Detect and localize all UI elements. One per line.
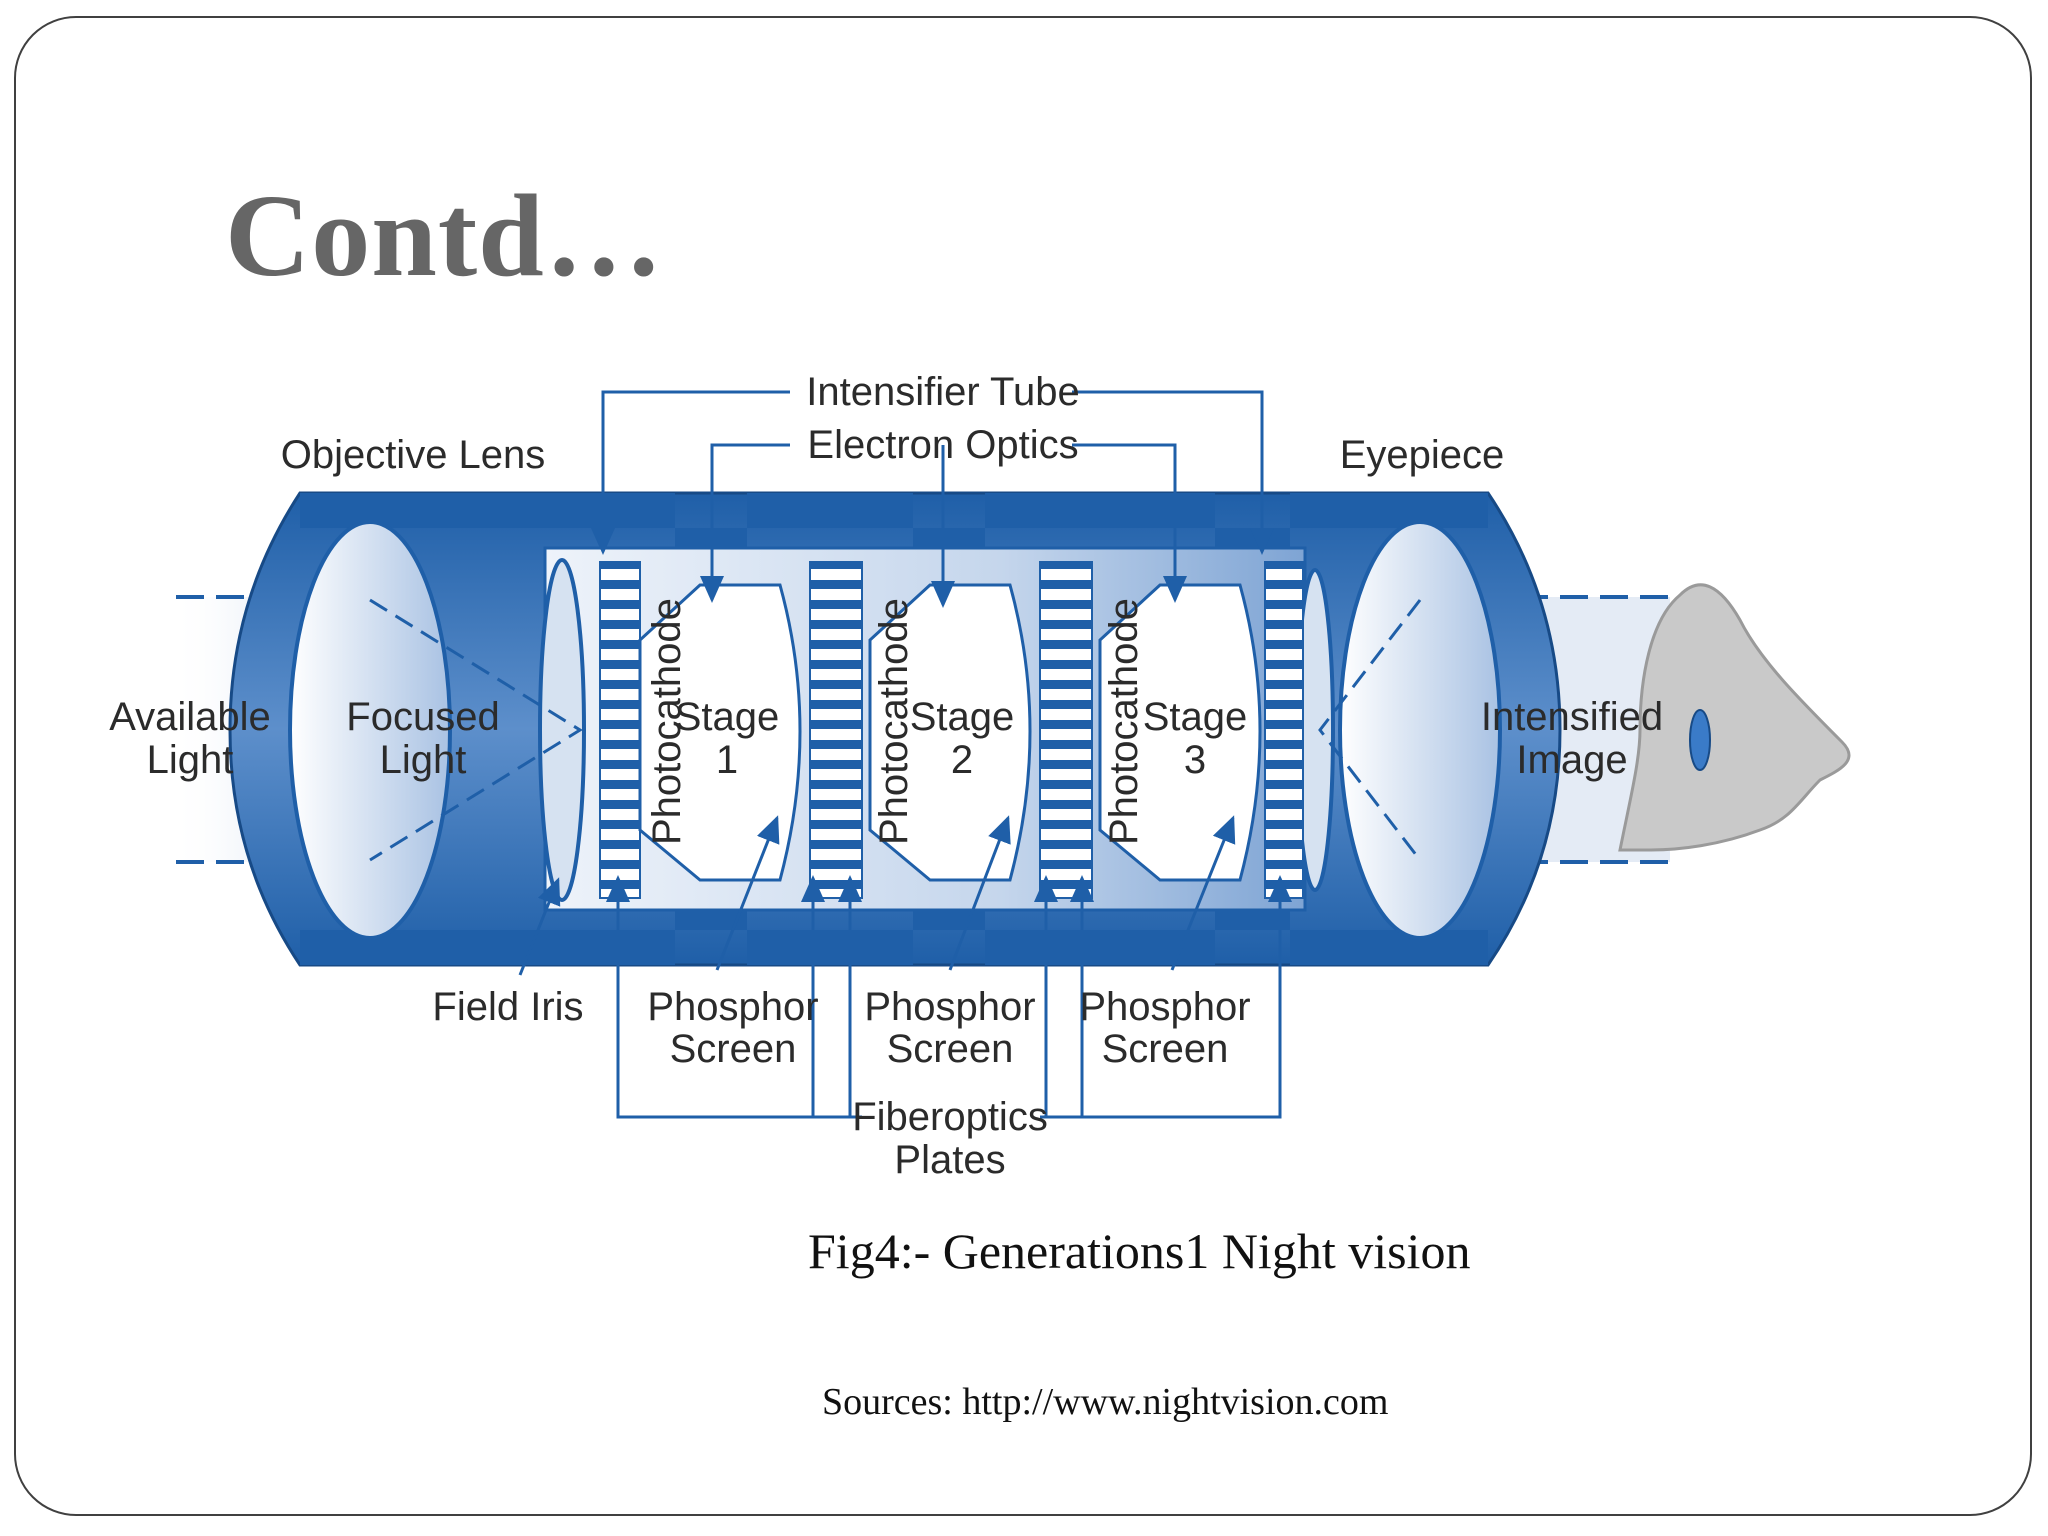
- eyepiece-lens: [1338, 520, 1502, 940]
- eyepiece-label: Eyepiece: [1340, 433, 1505, 477]
- phosphor-screen-1-line1: Phosphor: [647, 985, 818, 1029]
- stage-3-number: 3: [1184, 738, 1206, 782]
- face-profile-icon: [1618, 583, 1851, 852]
- field-iris-label: Field Iris: [432, 985, 583, 1029]
- objective-lens-label: Objective Lens: [281, 433, 546, 477]
- photocathode-label-3: Photocathode: [1102, 598, 1146, 845]
- source-credit: Sources: http://www.nightvision.com: [822, 1381, 1389, 1423]
- phosphor-screen-1-line2: Screen: [670, 1027, 797, 1071]
- intensified-image-label-line1: Intensified: [1481, 695, 1663, 739]
- intensifier-tube-label: Intensifier Tube: [806, 370, 1080, 414]
- phosphor-screen-3-line1: Phosphor: [1079, 985, 1250, 1029]
- stage-3-lens: [1098, 583, 1262, 882]
- photocathode-label-1: Photocathode: [645, 598, 689, 845]
- tube-bottom-housing: [300, 910, 1488, 965]
- fiberoptics-plate-4: [1264, 561, 1304, 899]
- available-light-label-line2: Light: [147, 738, 234, 782]
- focused-light-label-line2: Light: [380, 738, 467, 782]
- fiberoptics-plate-3: [1039, 561, 1093, 899]
- fiberoptics-plates-line1: Fiberoptics: [852, 1095, 1048, 1139]
- stage-2-number: 2: [951, 738, 973, 782]
- focused-light-cone: [369, 598, 583, 862]
- stage-2-label: Stage: [910, 695, 1015, 739]
- fiberoptics-plate-2: [809, 561, 863, 899]
- focused-light-label-line1: Focused: [346, 695, 499, 739]
- tube-top-housing: [300, 493, 1488, 548]
- available-light-label-line1: Available: [109, 695, 271, 739]
- fiberoptics-plates-line2: Plates: [894, 1138, 1005, 1182]
- photocathode-label-2: Photocathode: [872, 598, 916, 845]
- stage-1-number: 1: [716, 738, 738, 782]
- phosphor-screen-2-line1: Phosphor: [864, 985, 1035, 1029]
- phosphor-screen-3-line2: Screen: [1102, 1027, 1229, 1071]
- field-iris-disk: [538, 558, 586, 902]
- stage-3-label: Stage: [1143, 695, 1248, 739]
- slide-title: Contd…: [225, 170, 664, 301]
- intensified-image-label-line2: Image: [1516, 738, 1627, 782]
- figure-caption: Fig4:- Generations1 Night vision: [808, 1223, 1471, 1279]
- stage-1-label: Stage: [675, 695, 780, 739]
- eye-icon: [1689, 709, 1711, 771]
- fiberoptics-plate-1: [599, 561, 641, 899]
- leader-lines: [518, 390, 1292, 1119]
- electron-optics-label: Electron Optics: [807, 423, 1078, 467]
- phosphor-screen-2-line2: Screen: [887, 1027, 1014, 1071]
- eyepiece-light-cone: [1318, 599, 1422, 861]
- stage-2-lens: [868, 583, 1032, 882]
- stage-1-lens: [638, 583, 802, 882]
